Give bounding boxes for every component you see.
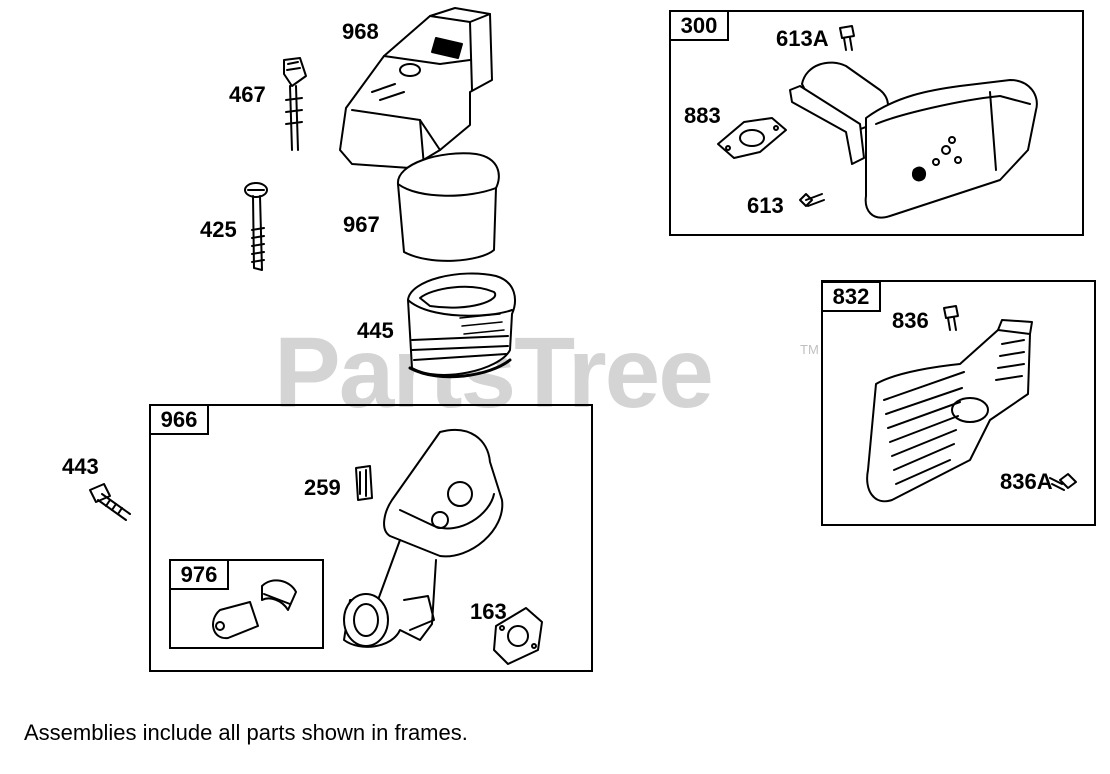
assembly-label-976: 976 [169, 559, 229, 590]
part-425-screw [244, 182, 268, 271]
frame-966 [149, 404, 593, 672]
part-967-pre-cleaner [396, 152, 500, 262]
part-467-dipstick [283, 57, 307, 151]
part-163-gasket [493, 607, 543, 665]
part-label-443: 443 [62, 454, 99, 479]
part-label-259: 259 [304, 475, 341, 500]
part-label-467: 467 [229, 82, 266, 107]
part-label-445: 445 [357, 318, 394, 343]
part-label-163: 163 [470, 599, 507, 624]
assembly-footnote: Assemblies include all parts shown in fr… [24, 720, 468, 745]
part-label-613: 613 [747, 193, 784, 218]
watermark-trademark: TM [800, 342, 819, 357]
part-label-967: 967 [343, 212, 380, 237]
assembly-label-300: 300 [669, 10, 729, 41]
assembly-label-966: 966 [149, 404, 209, 435]
frame-976 [169, 559, 324, 649]
part-label-425: 425 [200, 217, 237, 242]
frame-832 [821, 280, 1096, 526]
part-836A-screw [1049, 473, 1077, 491]
part-label-836: 836 [892, 308, 929, 333]
part-445-filter-element [407, 272, 516, 379]
part-836-screw [943, 305, 959, 331]
frame-300 [669, 10, 1084, 236]
part-300-muffler [789, 61, 1038, 219]
part-613A-screw [839, 25, 855, 51]
part-label-883: 883 [684, 103, 721, 128]
part-966-air-cleaner-base [343, 429, 504, 648]
part-label-968: 968 [342, 19, 379, 44]
part-443-stud [89, 483, 131, 521]
part-label-613A: 613A [776, 26, 829, 51]
part-832-muffler-guard [866, 319, 1033, 503]
part-label-836A: 836A [1000, 469, 1053, 494]
part-968-air-cleaner-cover [339, 7, 493, 169]
part-976-breather [212, 579, 297, 640]
assembly-label-832: 832 [821, 281, 881, 312]
part-613-screw [799, 193, 825, 207]
part-883-gasket [717, 117, 787, 159]
part-259-clip [355, 465, 373, 501]
